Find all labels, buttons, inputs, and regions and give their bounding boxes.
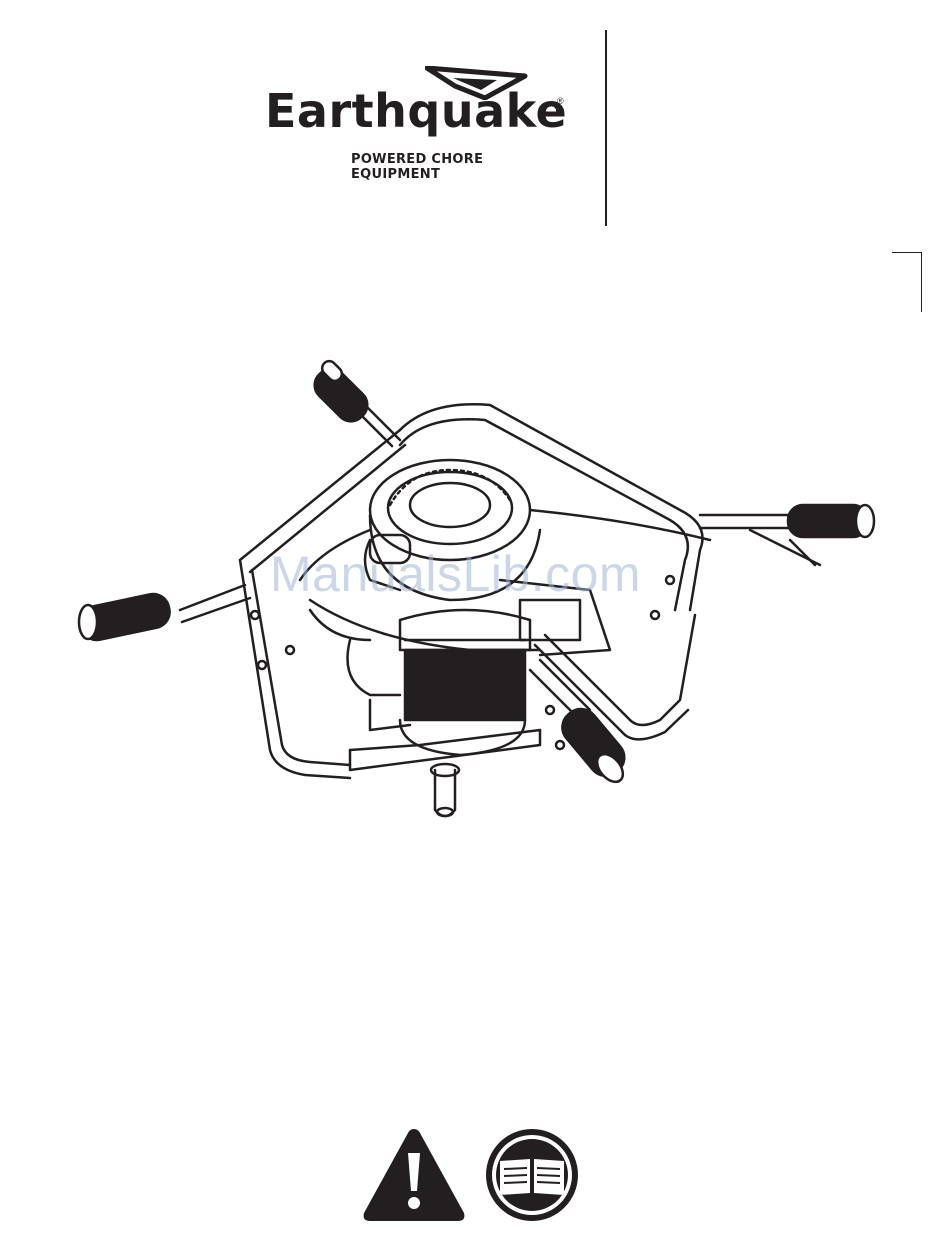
registered-mark: ® bbox=[557, 96, 564, 106]
corner-crop-mark bbox=[892, 252, 922, 312]
handle-top-left bbox=[308, 358, 400, 446]
vertical-divider bbox=[605, 30, 607, 226]
brand-tagline: POWERED CHORE EQUIPMENT bbox=[351, 152, 575, 182]
handle-bottom-right bbox=[530, 660, 631, 787]
watermark-text: ManualsLib.com bbox=[270, 545, 641, 603]
brand-name: Earthquake bbox=[265, 88, 567, 134]
warning-triangle-icon bbox=[360, 1125, 468, 1225]
read-manual-book-icon bbox=[482, 1125, 582, 1225]
brand-logo: Earthquake ® POWERED CHORE EQUIPMENT bbox=[255, 58, 575, 178]
handle-left bbox=[77, 585, 250, 643]
handle-right bbox=[700, 505, 874, 565]
